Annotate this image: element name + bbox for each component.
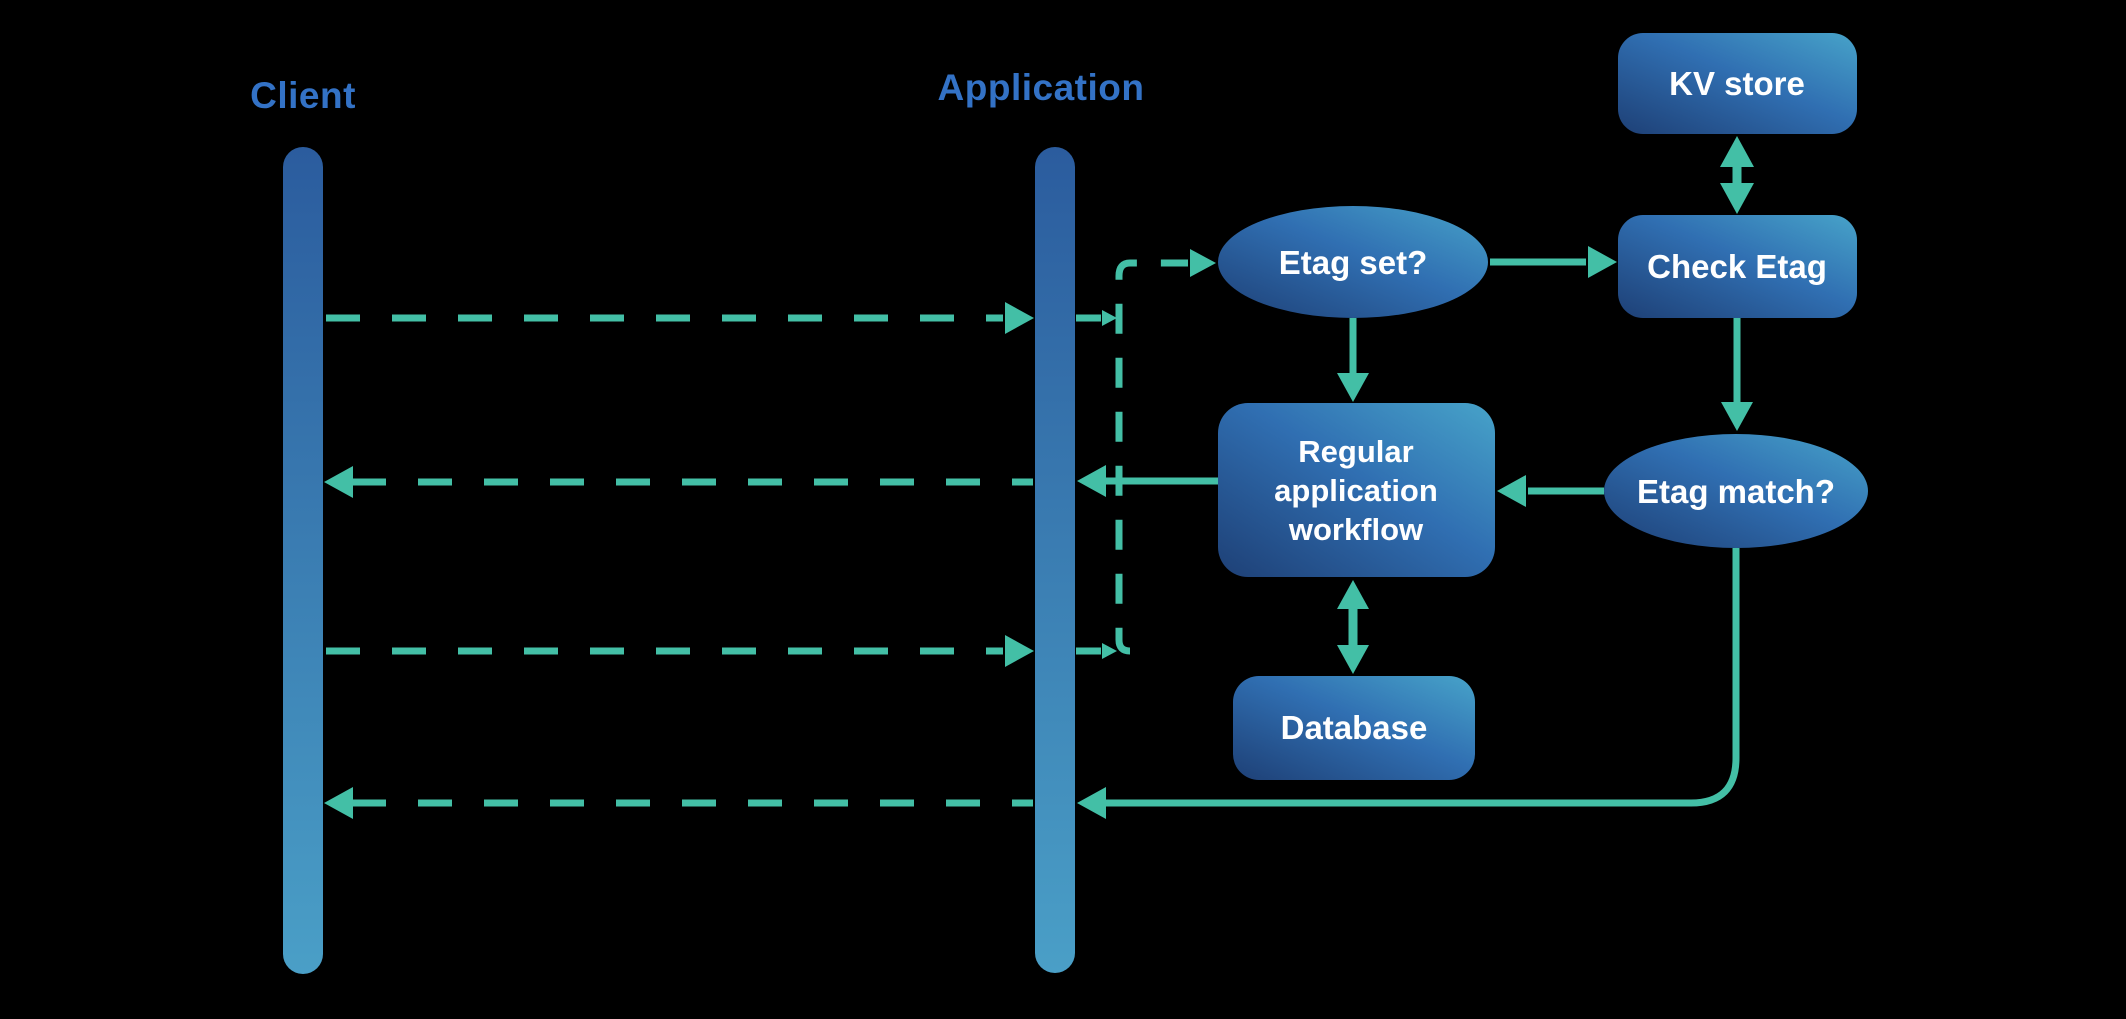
database-label: Database bbox=[1281, 709, 1428, 746]
etag-set-to-check-arrowhead bbox=[1588, 246, 1617, 278]
request-2-stub-arrowhead bbox=[1102, 643, 1117, 659]
database-node bbox=[1233, 676, 1475, 780]
client-request-2-arrowhead bbox=[1005, 635, 1034, 667]
application-response-2-arrowhead bbox=[324, 787, 353, 819]
check-etag-node bbox=[1618, 215, 1857, 318]
kv-store-node bbox=[1618, 33, 1857, 134]
request-1-stub-arrowhead bbox=[1102, 310, 1117, 326]
etag-set-to-workflow-arrowhead bbox=[1337, 373, 1369, 402]
application-lifeline bbox=[1035, 147, 1075, 973]
arrow-heads bbox=[324, 136, 1754, 819]
etag-set-node bbox=[1218, 206, 1488, 318]
kv-check-up-arrowhead bbox=[1720, 136, 1754, 167]
workflow-database-down-arrowhead bbox=[1337, 645, 1369, 674]
workflow-node bbox=[1218, 403, 1495, 577]
etag-set-loop-arrowhead bbox=[1190, 249, 1216, 277]
etag-match-return-line bbox=[1106, 548, 1740, 807]
client-lifeline bbox=[283, 147, 323, 974]
etag-match-return-arrowhead bbox=[1077, 787, 1106, 819]
etag-match-label: Etag match? bbox=[1637, 473, 1835, 510]
workflow-label-line3: workflow bbox=[1288, 512, 1424, 547]
workflow-label-line1: Regular bbox=[1298, 434, 1413, 469]
etag-set-loop-line bbox=[1115, 259, 1188, 655]
kv-check-down-arrowhead bbox=[1720, 183, 1754, 214]
etag-set-label: Etag set? bbox=[1279, 244, 1428, 281]
etag-match-to-workflow-arrowhead bbox=[1497, 475, 1526, 507]
application-response-1-arrowhead bbox=[324, 466, 353, 498]
check-to-etag-match-arrowhead bbox=[1721, 402, 1753, 431]
application-label: Application bbox=[938, 67, 1145, 108]
etag-match-node bbox=[1604, 434, 1868, 548]
client-request-1-arrowhead bbox=[1005, 302, 1034, 334]
check-etag-label: Check Etag bbox=[1647, 248, 1827, 285]
kv-store-label: KV store bbox=[1669, 65, 1805, 102]
flow-nodes: KV store Check Etag Etag set? Etag match… bbox=[1218, 33, 1868, 780]
client-label: Client bbox=[250, 75, 356, 116]
arrow-lines bbox=[326, 165, 1742, 807]
workflow-to-application-arrowhead bbox=[1077, 465, 1106, 497]
workflow-database-up-arrowhead bbox=[1337, 580, 1369, 609]
workflow-label-line2: application bbox=[1274, 473, 1438, 508]
